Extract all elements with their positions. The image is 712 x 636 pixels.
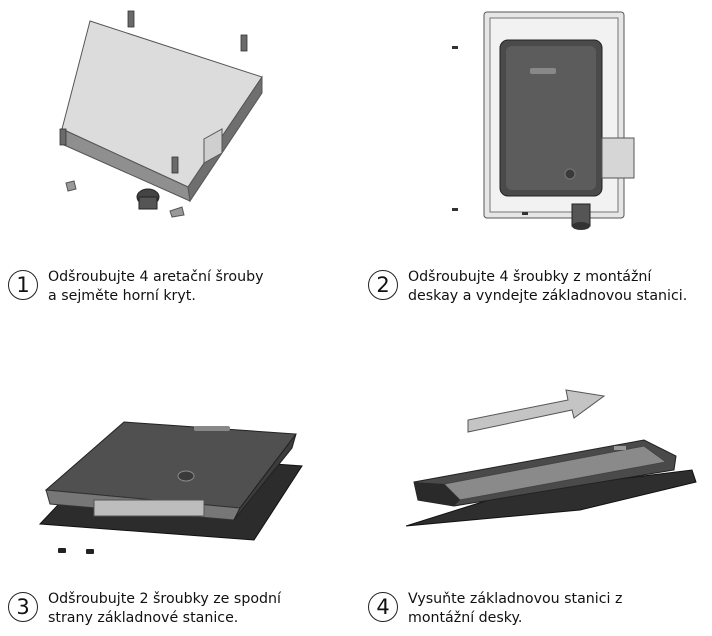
slide-off-illustration (405, 389, 697, 527)
step-4: 4 Vysuňte základnovou stanici z montážní… (368, 590, 622, 628)
step-1: 1 Odšroubujte 4 aretační šrouby a sejmět… (8, 268, 263, 306)
step-3: 3 Odšroubujte 2 šroubky ze spodní strany… (8, 590, 281, 628)
open-enclosure-illustration (452, 11, 635, 230)
step-number-circle: 1 (8, 270, 38, 300)
step-instruction-line: Odšroubujte 4 aretační šrouby (48, 269, 264, 285)
base-station-on-plate-illustration (38, 421, 303, 554)
step-instruction: Vysuňte základnovou stanici z montážní d… (408, 590, 622, 628)
step-2: 2 Odšroubujte 4 šroubky z montážní deska… (368, 268, 687, 306)
step-number-circle: 2 (368, 270, 398, 300)
step-instruction-line: a sejměte horní kryt. (48, 288, 196, 304)
step-instruction-line: Vysuňte základnovou stanici z (408, 591, 623, 607)
step-instruction: Odšroubujte 2 šroubky ze spodní strany z… (48, 590, 281, 628)
step-number-circle: 3 (8, 592, 38, 622)
step-instruction-line: strany základnové stanice. (48, 610, 239, 626)
step-instruction: Odšroubujte 4 šroubky z montážní deskay … (408, 268, 687, 306)
enclosure-with-cover-illustration (59, 10, 263, 218)
step-instruction-line: montážní desky. (408, 610, 523, 626)
step-instruction-line: deskay a vyndejte základnovou stanici. (408, 288, 688, 304)
step-instruction-line: Odšroubujte 4 šroubky z montážní (408, 269, 652, 285)
step-instruction-line: Odšroubujte 2 šroubky ze spodní (48, 591, 281, 607)
step-instruction: Odšroubujte 4 aretační šrouby a sejměte … (48, 268, 263, 306)
step-number-circle: 4 (368, 592, 398, 622)
